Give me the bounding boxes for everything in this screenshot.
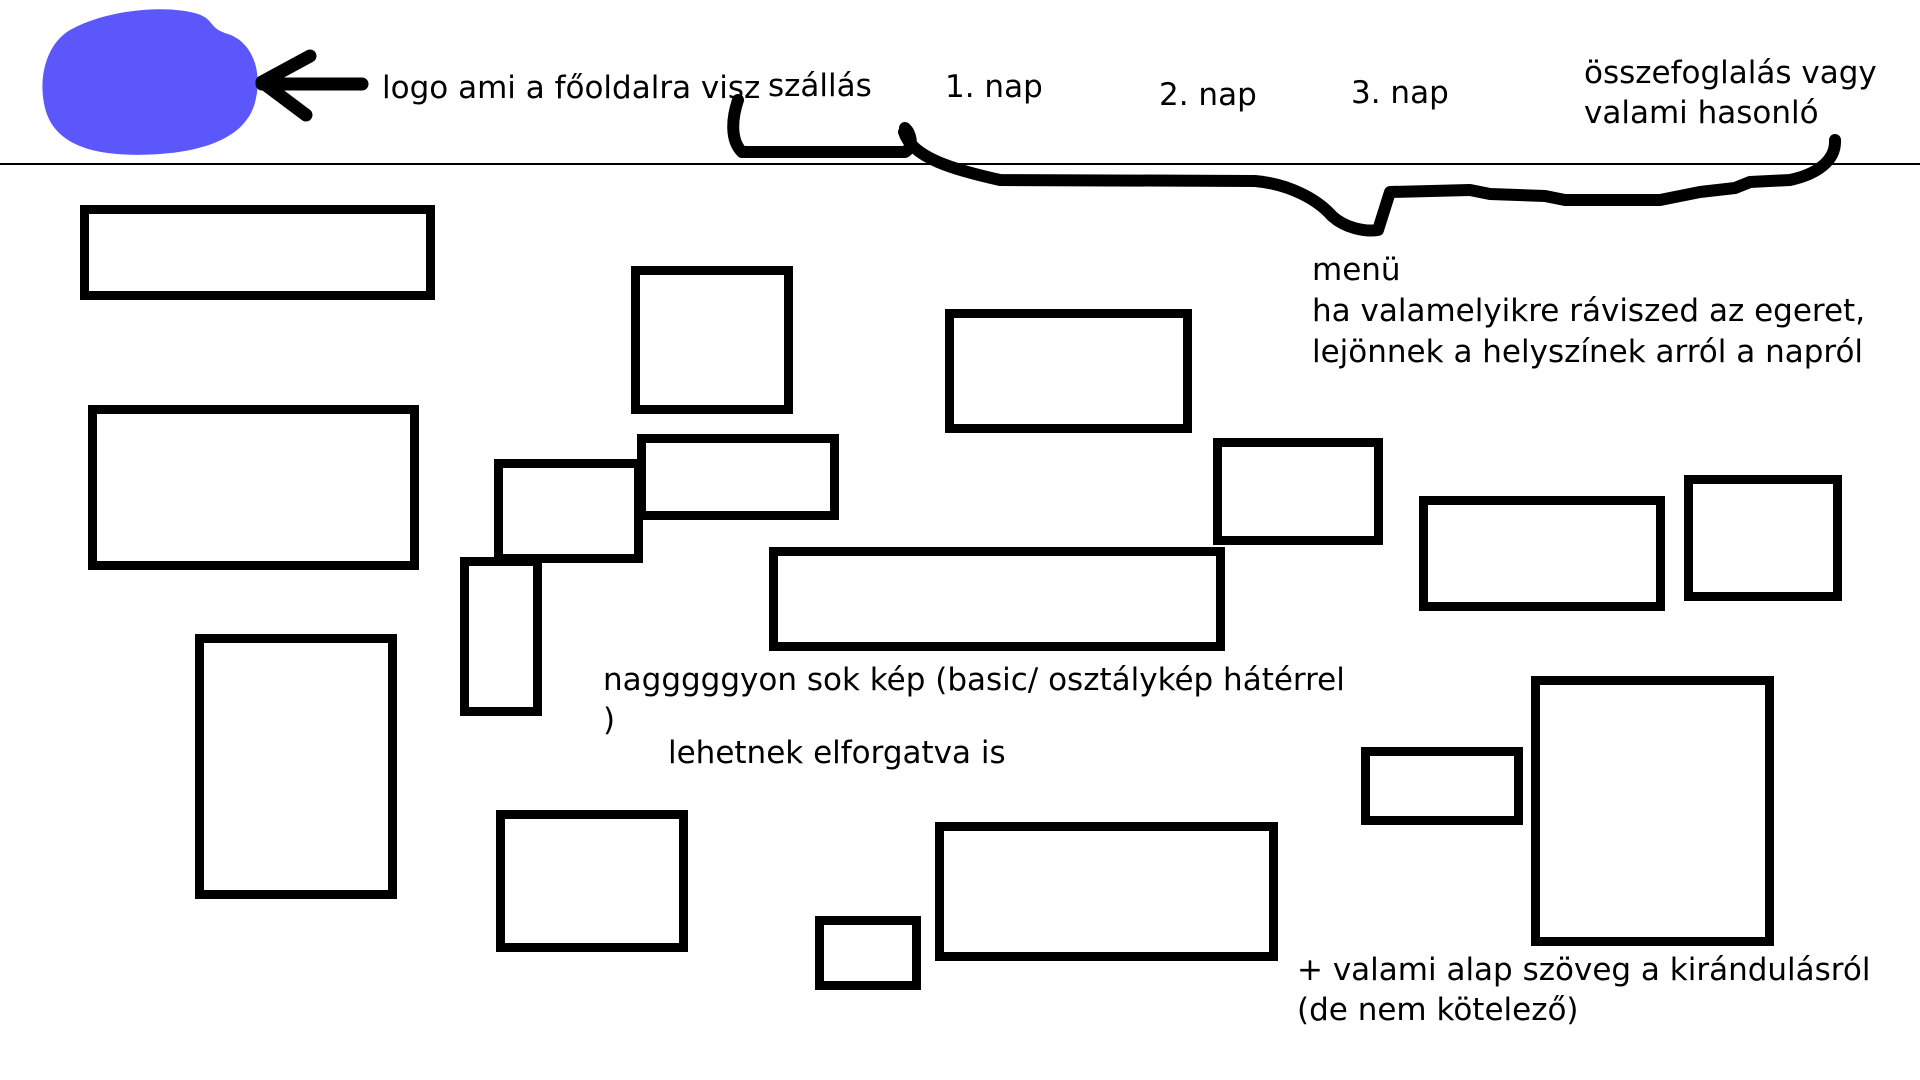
photo-placeholder [494,459,643,563]
photo-placeholder [637,434,839,520]
logo[interactable] [42,9,258,155]
photo-placeholder [1531,676,1774,946]
photo-placeholder [631,266,793,414]
photo-placeholder [88,405,419,570]
photo-placeholder [1361,747,1523,825]
photo-placeholder [496,810,688,952]
trip-text-note: + valami alap szöveg a kirándulásról (de… [1297,952,1871,1029]
nav-item-summary[interactable]: összefoglalás vagy valami hasonló [1584,55,1877,132]
nav-item-day-2[interactable]: 2. nap [1159,77,1257,113]
photo-placeholder [945,309,1192,433]
photo-placeholder [815,916,921,990]
nav-item-day-3[interactable]: 3. nap [1351,75,1449,111]
photos-note: nagggggyon sok kép (basic/ osztálykép há… [603,662,1345,739]
nav-item-day-1[interactable]: 1. nap [945,69,1043,105]
menu-bracket-right [898,126,1841,237]
photo-placeholder [1419,496,1665,611]
photo-placeholder [1684,475,1842,601]
photo-placeholder [1213,438,1383,545]
menu-note: menü ha valamelyikre ráviszed az egeret,… [1312,252,1866,370]
arrow-left-icon [255,49,369,122]
photo-placeholder [769,547,1225,651]
rotated-note: lehetnek elforgatva is [668,735,1006,771]
logo-note: logo ami a főoldalra visz [382,70,761,106]
photo-placeholder [80,205,435,300]
photo-placeholder [460,557,542,716]
photo-placeholder [195,634,397,899]
photo-placeholder [935,822,1278,961]
nav-item-szallas[interactable]: szállás [768,68,872,104]
